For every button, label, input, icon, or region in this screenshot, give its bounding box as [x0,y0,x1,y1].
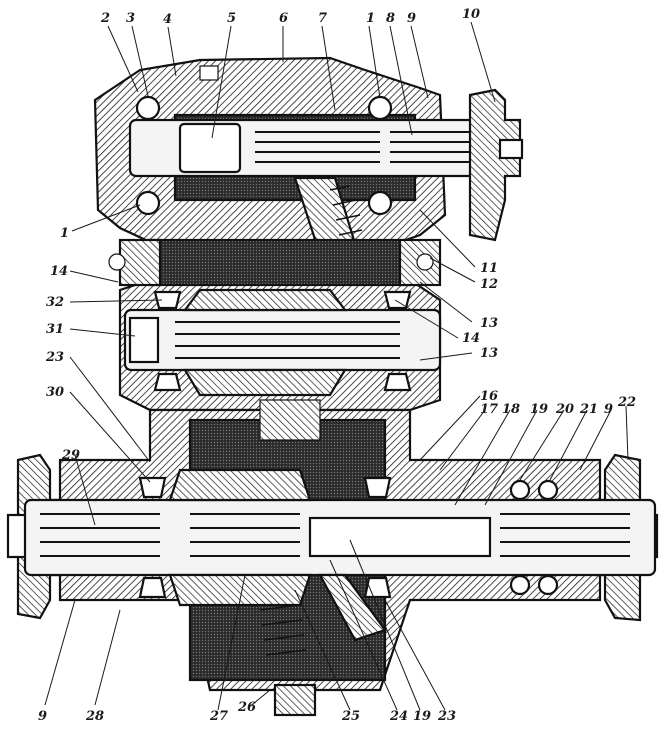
callout-24: 24 [389,709,408,724]
callout-13-a: 13 [480,316,498,331]
callout-27: 27 [209,709,228,724]
callout-17: 17 [480,402,498,417]
callout-10: 10 [462,7,480,22]
callout-9-right: 9 [604,402,613,417]
callout-32: 32 [46,295,64,310]
callout-31: 31 [46,322,64,337]
callout-8: 8 [386,11,395,26]
upper-output-shaft [128,118,512,178]
callout-23-left: 23 [45,350,64,365]
leader-lines [44,21,629,711]
callout-5: 5 [227,11,236,26]
callout-18: 18 [502,402,520,417]
lower-bearings [138,476,559,599]
callout-7: 7 [318,11,327,26]
callout-11: 11 [480,261,498,276]
callout-6: 6 [279,11,288,26]
callout-13-b: 13 [480,346,498,361]
callout-20: 20 [555,402,574,417]
callout-30: 30 [46,385,64,400]
lower-gears [168,468,387,656]
callout-26: 26 [237,700,256,715]
callout-1-left: 1 [60,226,69,241]
intermediate-shaft [123,308,442,372]
callout-19-top: 19 [530,402,548,417]
callout-3: 3 [126,11,135,26]
callout-9-top: 9 [407,11,416,26]
lower-output-shaft [23,498,657,577]
callout-2: 2 [100,11,110,26]
upper-bearings [135,95,393,216]
callout-25: 25 [341,709,360,724]
callout-9-bottom: 9 [38,709,47,724]
callout-22: 22 [617,395,636,410]
callout-16: 16 [480,389,498,404]
callout-29: 29 [61,448,80,463]
callout-28: 28 [85,709,104,724]
callout-12: 12 [480,277,498,292]
callout-labels: 2 3 4 5 6 7 1 8 9 10 1 11 12 14 13 32 14… [38,7,636,724]
callout-1-top: 1 [366,11,375,26]
callout-21: 21 [579,402,598,417]
callout-14-right: 14 [462,331,480,346]
callout-14-left: 14 [50,264,68,279]
intermediate-gears [182,288,348,397]
intermediate-bearings [153,290,412,392]
callout-19-bottom: 19 [413,709,431,724]
callout-4: 4 [163,12,172,27]
callout-23-bottom: 23 [437,709,456,724]
upper-output-flange [468,88,524,242]
